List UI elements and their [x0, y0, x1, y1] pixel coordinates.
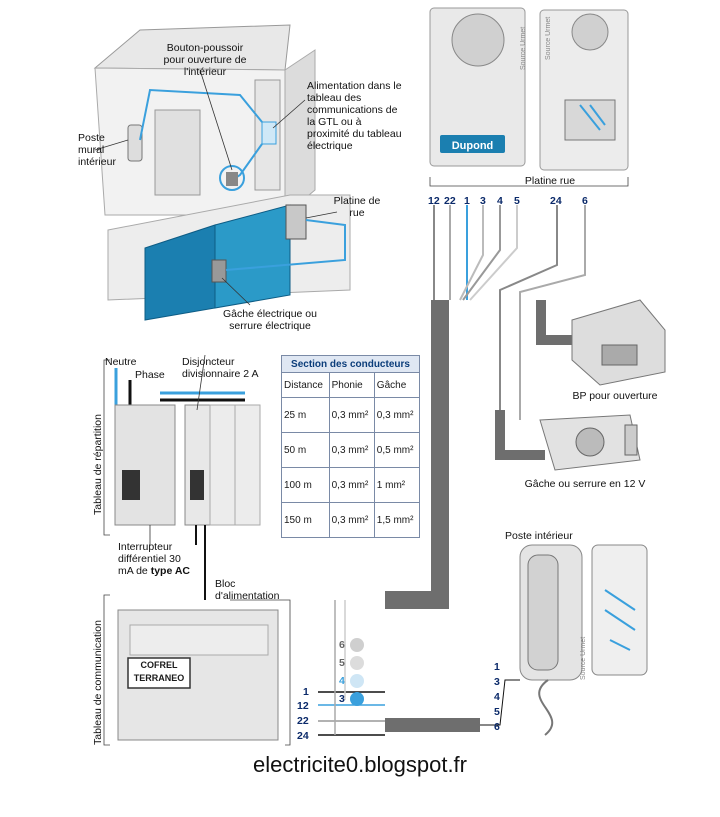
table-cell: 1,5 mm² [373, 502, 421, 538]
terminal-top-3: 3 [480, 195, 486, 207]
strike-12v-label: Gâche ou serrure en 12 V [524, 478, 646, 490]
terminal-right-6: 6 [494, 721, 500, 733]
power-supply-illustration [117, 599, 291, 746]
rcd-label: Interrupteur différentiel 30 mA de type … [118, 541, 198, 577]
terminal-top-1: 1 [464, 195, 470, 207]
table-header-gache: Gâche [373, 372, 421, 398]
cofrel-logo-1: COFREL [140, 660, 178, 670]
table-row: 50 m 0,3 mm² 0,5 mm² [281, 432, 421, 468]
table-row: 150 m 0,3 mm² 1,5 mm² [281, 502, 421, 538]
table-title: Section des conducteurs [281, 355, 420, 373]
gate-illustration [107, 165, 351, 321]
source-credit-1: Source Urmet [520, 26, 527, 70]
terminal-top-22: 22 [444, 195, 456, 207]
terminal-right-3: 3 [494, 676, 500, 688]
source-credit-3: Source Urmet [580, 636, 587, 680]
indoor-unit-illustration [480, 544, 648, 736]
communication-board-label: Tableau de communication [92, 620, 104, 745]
table-header-phonie: Phonie [328, 372, 375, 398]
table-header-distance: Distance [281, 372, 330, 398]
terminal-top-4: 4 [497, 195, 503, 207]
terminal-top-24: 24 [550, 195, 562, 207]
terminal-top-12: 12 [428, 195, 440, 207]
badge-6 [350, 638, 364, 652]
terminal-left-22: 22 [297, 715, 309, 727]
phase-label: Phase [135, 369, 165, 381]
main-cable [385, 300, 449, 609]
table-cell: 100 m [281, 467, 330, 503]
indoor-unit-label: Poste intérieur [505, 530, 573, 542]
terminal-left-24: 24 [297, 730, 309, 742]
table-cell: 0,3 mm² [328, 502, 375, 538]
terminal-right-1: 1 [494, 661, 500, 673]
table-cell: 0,5 mm² [373, 432, 421, 468]
source-credit-2: Source Urmet [545, 16, 552, 60]
table-cell: 0,3 mm² [328, 397, 375, 433]
neutral-label: Neutre [105, 356, 137, 368]
electric-strike-label: Gâche électrique ou serrure électrique [223, 308, 317, 332]
power-block-label: Bloc d'alimentation [215, 578, 280, 602]
distribution-board-label: Tableau de répartition [92, 414, 104, 515]
terminal-bloc-5: 5 [339, 657, 345, 669]
terminal-bloc-6: 6 [339, 639, 345, 651]
terminal-left-12: 12 [297, 700, 309, 712]
cofrel-logo-2: TERRANEO [133, 673, 185, 683]
distribution-board-illustration [114, 354, 261, 600]
breaker-label: Disjoncteur divisionnaire 2 A [182, 356, 259, 380]
footer-url: electricite0.blogspot.fr [253, 752, 467, 777]
power-supply-location-label: Alimentation dans le tableau des communi… [307, 80, 402, 152]
badge-4 [350, 674, 364, 688]
table-cell: 0,3 mm² [373, 397, 421, 433]
street-panel-illustration [429, 7, 629, 187]
terminal-left-1: 1 [303, 686, 309, 698]
street-panel-label: Platine rue [524, 175, 576, 187]
terminal-right-5: 5 [494, 706, 500, 718]
conductor-section-table: Section des conducteurs Distance Phonie … [281, 355, 421, 538]
terminal-top-5: 5 [514, 195, 520, 207]
rcd-label-text: Interrupteur différentiel 30 mA de [118, 541, 181, 577]
strike-illustration [539, 414, 641, 471]
terminal-bloc-3: 3 [339, 693, 345, 705]
table-cell: 150 m [281, 502, 330, 538]
table-cell: 50 m [281, 432, 330, 468]
indoor-wall-unit-label: Poste mural intérieur [78, 132, 116, 168]
rcd-label-type: type AC [150, 565, 190, 577]
badge-3 [350, 692, 364, 706]
terminal-bloc-4: 4 [339, 675, 345, 687]
push-button-illustration [571, 299, 666, 386]
badge-5 [350, 656, 364, 670]
street-panel-small-label: Platine de rue [333, 195, 381, 219]
push-button-label: Bouton-poussoir pour ouverture de l'inté… [163, 42, 247, 78]
terminal-right-4: 4 [494, 691, 500, 703]
table-row: 25 m 0,3 mm² 0,3 mm² [281, 397, 421, 433]
table-cell: 0,3 mm² [328, 432, 375, 468]
table-cell: 25 m [281, 397, 330, 433]
nameplate: Dupond [451, 140, 494, 152]
push-button-opening-label: BP pour ouverture [572, 390, 658, 402]
table-cell: 1 mm² [373, 467, 421, 503]
terminal-top-6: 6 [582, 195, 588, 207]
table-cell: 0,3 mm² [328, 467, 375, 503]
table-row: 100 m 0,3 mm² 1 mm² [281, 467, 421, 503]
